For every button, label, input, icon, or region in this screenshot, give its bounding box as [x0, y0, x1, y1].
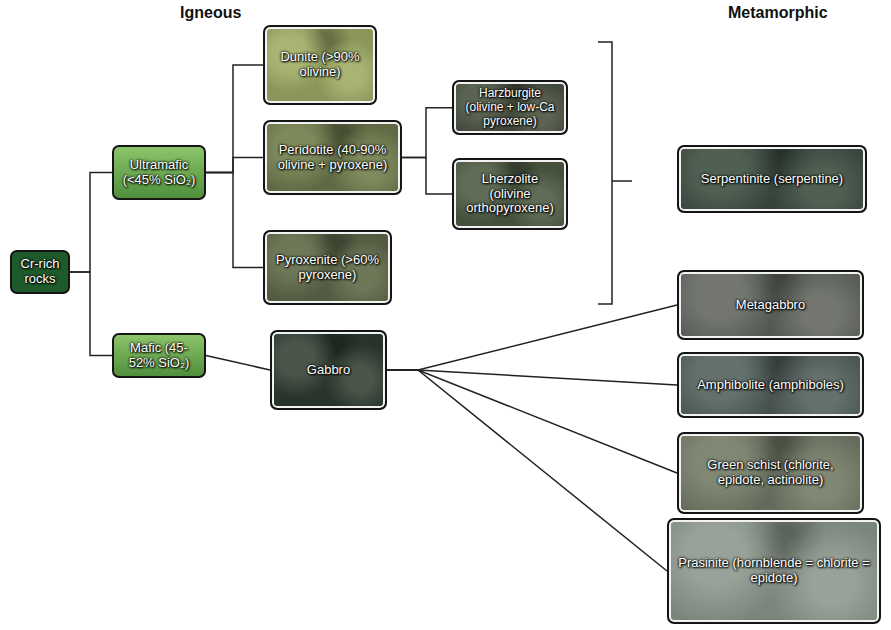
rock-box: Dunite (>90% olivine)	[263, 25, 377, 105]
node-text: Cr-rich rocks	[18, 257, 62, 287]
tree-connector	[402, 158, 452, 195]
rock-box: Green schist (chlorite, epidote, actinol…	[677, 432, 864, 514]
category-box: Ultramafic (<45% SiO₂)	[112, 145, 206, 200]
category-box: Mafic (45-52% SiO₂)	[112, 333, 206, 378]
node-text: Metagabbro	[736, 298, 805, 313]
rock-box: Gabbro	[270, 330, 387, 410]
tree-connector	[70, 272, 112, 356]
node-text: Prasinite (hornblende = chlorite = epido…	[675, 556, 873, 586]
rock-box: Harzburgite (olivine + low-Ca pyroxene)	[452, 80, 568, 135]
node-text: Lherzolite (olivine orthopyroxene)	[460, 172, 560, 217]
tree-connector	[206, 173, 263, 268]
rock-box: Lherzolite (olivine orthopyroxene)	[452, 158, 568, 230]
column-heading: Igneous	[180, 4, 241, 22]
node-text: Harzburgite (olivine + low-Ca pyroxene)	[460, 87, 560, 128]
tree-connector	[387, 370, 667, 571]
node-text: Green schist (chlorite, epidote, actinol…	[685, 458, 856, 488]
node-text: Dunite (>90% olivine)	[271, 50, 369, 80]
bracket	[598, 42, 632, 304]
column-heading: Metamorphic	[728, 4, 828, 22]
node-text: Amphibolite (amphiboles)	[697, 378, 844, 393]
tree-connector	[206, 356, 270, 371]
rock-box: Metagabbro	[677, 270, 864, 340]
rock-box: Serpentinite (serpentine)	[677, 145, 867, 213]
node-text: Pyroxenite (>60% pyroxene)	[271, 253, 384, 283]
tree-connector	[387, 370, 677, 385]
connector-group	[70, 65, 677, 571]
tree-connector	[206, 65, 263, 173]
rock-box: Peridotite (40-90% olivine + pyroxene)	[263, 120, 402, 195]
tree-connector	[402, 108, 452, 158]
tree-connector	[206, 158, 263, 173]
rock-box: Prasinite (hornblende = chlorite = epido…	[667, 518, 881, 624]
tree-connector	[387, 305, 677, 370]
node-text: Peridotite (40-90% olivine + pyroxene)	[271, 143, 394, 173]
tree-connector	[387, 370, 677, 473]
node-text: Serpentinite (serpentine)	[701, 172, 843, 187]
rock-box: Amphibolite (amphiboles)	[677, 352, 864, 418]
node-text: Gabbro	[307, 363, 350, 378]
node-text: Mafic (45-52% SiO₂)	[120, 341, 198, 371]
node-text: Ultramafic (<45% SiO₂)	[120, 158, 198, 188]
tree-connector	[70, 173, 112, 272]
rock-box: Pyroxenite (>60% pyroxene)	[263, 230, 392, 305]
root-box: Cr-rich rocks	[10, 250, 70, 294]
